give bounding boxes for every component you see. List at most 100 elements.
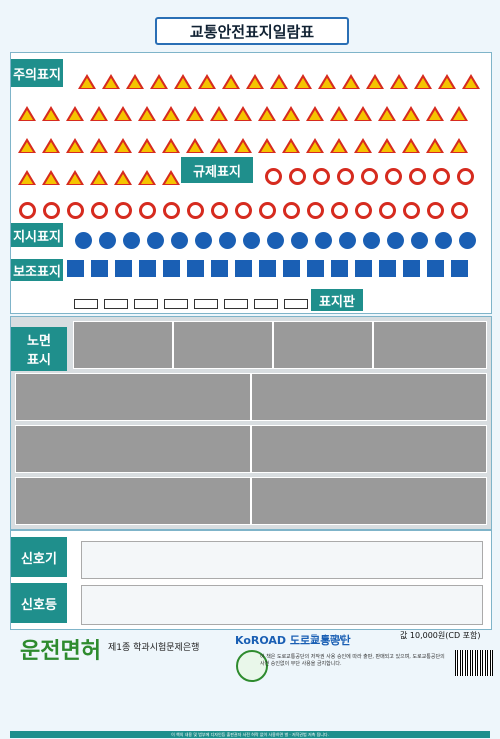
signal-light-section-label: 신호등 [11, 583, 67, 623]
regulatory-sign-icon [288, 168, 306, 185]
auxiliary-sign-icon [194, 299, 218, 309]
signal-device-row [81, 541, 483, 579]
caution-sign-icon [210, 106, 228, 121]
instruction-sign-icon [146, 232, 164, 249]
regulatory-sign-icon [210, 202, 228, 219]
traffic-sign-grid: 주의표지 [10, 52, 492, 314]
instruction-sign-icon [426, 260, 444, 277]
instruction-sign-icon [234, 260, 252, 277]
caution-sign-icon [234, 138, 252, 153]
instruction-sign-icon [402, 260, 420, 277]
caution-sign-icon [114, 106, 132, 121]
regulatory-sign-icon [360, 168, 378, 185]
copyright-notice: 이 책은 도로교통공단의 저작권 사용 승인에 따라 출판, 판매되고 있으며,… [260, 654, 445, 667]
auxiliary-sign-icon [74, 299, 98, 309]
caution-sign-icon [282, 138, 300, 153]
signal-device-section-label: 신호기 [11, 537, 67, 577]
caution-sign-icon [318, 74, 336, 89]
caution-sign-icon [222, 74, 240, 89]
instruction-row-2 [15, 249, 471, 277]
instruction-sign-icon [354, 260, 372, 277]
caution-sign-icon [402, 138, 420, 153]
caution-sign-icon [42, 106, 60, 121]
instruction-sign-icon [122, 232, 140, 249]
caution-sign-icon [330, 106, 348, 121]
caution-sign-icon [66, 106, 84, 121]
road-marking-tile [273, 321, 373, 369]
regulatory-sign-icon [336, 168, 354, 185]
regulatory-sign-icon [426, 202, 444, 219]
road-marking-tile [73, 321, 173, 369]
road-marking-tile [251, 373, 487, 421]
instruction-sign-icon [266, 232, 284, 249]
caution-section-label: 주의표지 [11, 59, 63, 87]
caution-sign-icon [450, 106, 468, 121]
instruction-sign-icon [170, 232, 188, 249]
instruction-sign-icon [450, 260, 468, 277]
regulatory-sign-icon [384, 168, 402, 185]
caution-sign-icon [210, 138, 228, 153]
instruction-sign-icon [306, 260, 324, 277]
caution-sign-icon [378, 106, 396, 121]
caution-sign-icon [258, 138, 276, 153]
regulatory-sign-icon [456, 168, 474, 185]
regulatory-sign-icon [450, 202, 468, 219]
caution-sign-icon [330, 138, 348, 153]
regulatory-sign-icon [138, 202, 156, 219]
caution-sign-icon [426, 106, 444, 121]
regulatory-sign-icon [306, 202, 324, 219]
instruction-sign-icon [378, 260, 396, 277]
caution-sign-icon [18, 138, 36, 153]
publisher-subtitle: 제1종 학과시험문제은행 [108, 643, 200, 653]
caution-row-3 [15, 125, 471, 153]
caution-sign-icon [66, 170, 84, 185]
auxiliary-section-label: 보조표지 [11, 259, 63, 281]
instruction-section-label: 지시표지 [11, 223, 63, 247]
regulatory-sign-icon [42, 202, 60, 219]
caution-row-2 [15, 93, 471, 121]
auxiliary-sign-icon [254, 299, 278, 309]
caution-sign-icon [294, 74, 312, 89]
caution-sign-icon [18, 170, 36, 185]
caution-sign-icon [198, 74, 216, 89]
caution-sign-icon [414, 74, 432, 89]
road-marking-tile [373, 321, 487, 369]
regulatory-sign-icon [264, 168, 282, 185]
bottom-notice: 이 책의 내용 및 법부에 디자인등 출판권자 사전 허락 없이 사용하면 벌 … [10, 731, 490, 738]
caution-sign-icon [342, 74, 360, 89]
instruction-sign-icon [162, 260, 180, 277]
caution-row-1 [75, 61, 483, 89]
instruction-sign-icon [74, 232, 92, 249]
caution-sign-icon [366, 74, 384, 89]
road-marking-section-label: 노면 표시 [11, 327, 67, 371]
caution-sign-icon [426, 138, 444, 153]
regulatory-sign-icon [114, 202, 132, 219]
caution-sign-icon [186, 106, 204, 121]
publisher-logo: 운전면허 [20, 638, 101, 664]
caution-sign-icon [438, 74, 456, 89]
instruction-sign-icon [330, 260, 348, 277]
caution-sign-icon [174, 74, 192, 89]
signal-light-row [81, 585, 483, 625]
instruction-sign-icon [314, 232, 332, 249]
regulatory-sign-icon [330, 202, 348, 219]
koroad-logo: KoROAD 도로교통공단 [235, 634, 351, 647]
regulatory-sign-icon [282, 202, 300, 219]
signal-section: 신호기 신호등 [10, 530, 492, 630]
instruction-sign-icon [282, 260, 300, 277]
barcode-icon [455, 650, 493, 676]
caution-sign-icon [186, 138, 204, 153]
instruction-sign-icon [210, 260, 228, 277]
price-label: 값 10,000원(CD 포함) [400, 631, 481, 640]
road-marking-tile [15, 425, 251, 473]
caution-sign-icon [354, 106, 372, 121]
regulatory-sign-icon [258, 202, 276, 219]
caution-sign-icon [462, 74, 480, 89]
auxiliary-sign-icon [224, 299, 248, 309]
caution-sign-icon [378, 138, 396, 153]
caution-sign-icon [306, 138, 324, 153]
approval-seal-icon [236, 650, 268, 682]
instruction-sign-icon [138, 260, 156, 277]
caution-sign-icon [162, 138, 180, 153]
